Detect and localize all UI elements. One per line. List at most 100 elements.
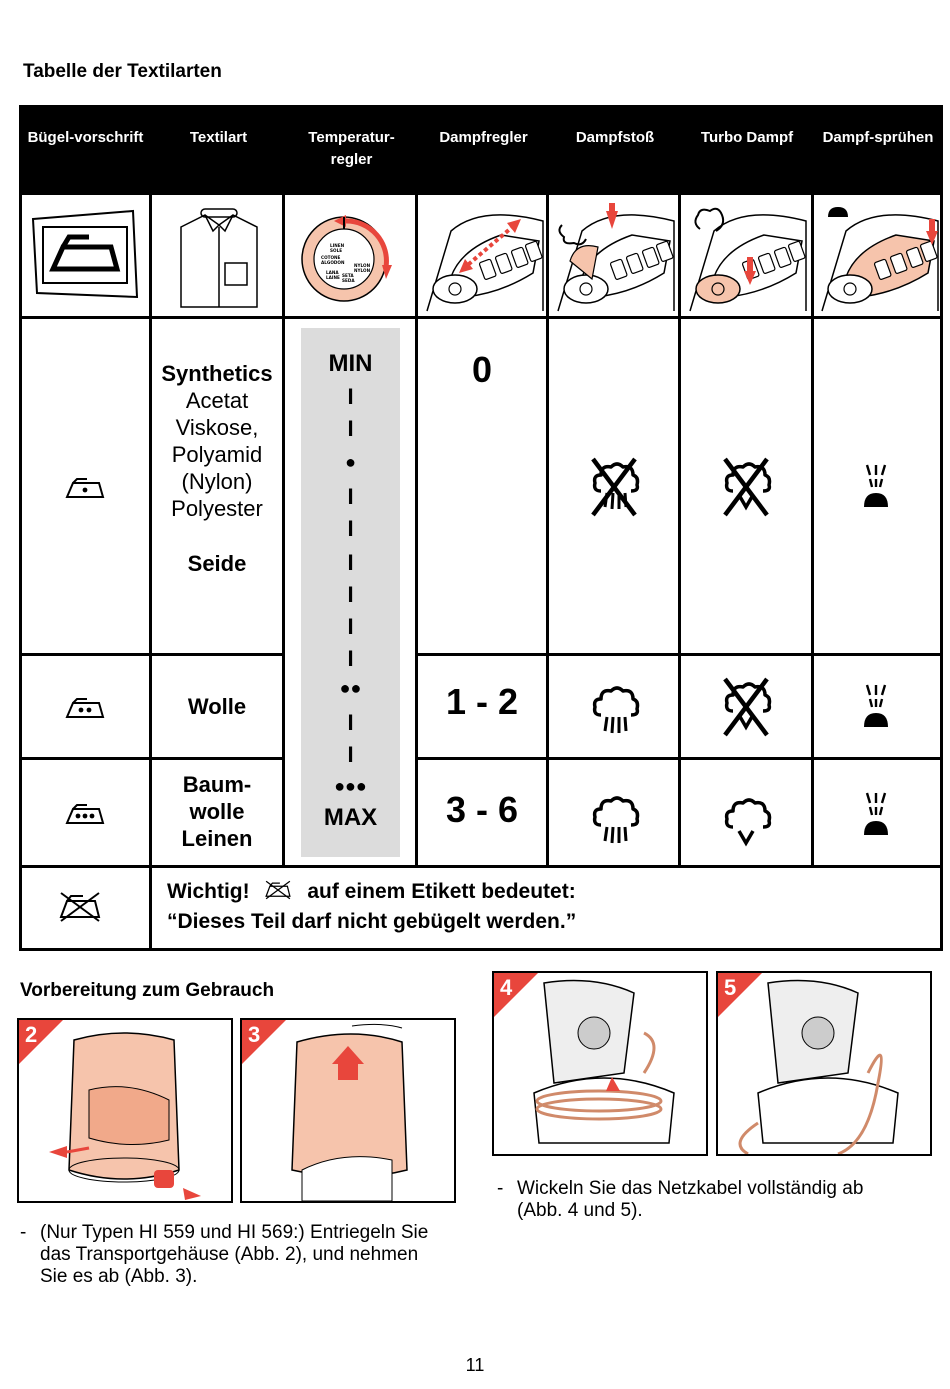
temp-tick: I xyxy=(347,582,354,607)
caption-dash: - xyxy=(20,1222,27,1243)
spray-icon xyxy=(864,464,888,507)
textile-bold: Seide xyxy=(187,551,247,576)
figure-number: 5 xyxy=(724,975,737,1000)
notice-line-1: Wichtig! auf einem Etikett bedeutet: xyxy=(167,877,937,907)
textile-line: Polyamid xyxy=(171,442,263,467)
cable-unwound-illustration xyxy=(738,979,899,1154)
turbo-steam-crossed-icon xyxy=(723,677,772,737)
header-spray: Dampf-sprühen xyxy=(822,129,934,146)
col-divider xyxy=(678,195,681,868)
steam-shot-crossed-icon xyxy=(591,457,640,517)
section-title: Tabelle der Textilarten xyxy=(23,61,222,82)
textile-cell-wool: Wolle xyxy=(187,694,247,719)
temp-dot-2: ●● xyxy=(339,678,362,698)
caption-left: - (Nur Typen HI 559 und HI 569:) Entrieg… xyxy=(20,1222,450,1292)
temp-min-label: MIN xyxy=(328,350,373,377)
prep-title: Vorbereitung zum Gebrauch xyxy=(20,980,275,1001)
steam-shot-icon xyxy=(592,796,640,844)
figure-badge xyxy=(718,973,762,1017)
notice-prefix: Wichtig! xyxy=(167,880,250,903)
notice-suffix: auf einem Etikett bedeutet: xyxy=(307,880,576,903)
figure-number: 4 xyxy=(500,975,513,1000)
figure-5: 5 xyxy=(716,971,932,1156)
notice-line-2: “Dieses Teil darf nicht gebügelt werden.… xyxy=(167,910,577,933)
figure-4: 4 xyxy=(492,971,708,1156)
table-frame xyxy=(19,105,943,951)
iron-two-dots-icon xyxy=(65,698,105,718)
col-divider xyxy=(282,195,285,868)
figure-number: 2 xyxy=(25,1022,38,1047)
temp-tick: I xyxy=(347,646,354,671)
figure-badge xyxy=(19,1020,63,1064)
steam-regulator-illustration xyxy=(426,214,544,312)
dial-label: NYLON xyxy=(354,263,371,268)
temperature-scale: MIN I I ● I I I I I I ●● I I ●●● MAX xyxy=(301,328,400,857)
notice-text: Wichtig! auf einem Etikett bedeutet: “Di… xyxy=(167,877,937,937)
col-divider xyxy=(811,195,814,868)
row-divider xyxy=(19,865,943,868)
steam-setting: 0 xyxy=(471,349,493,390)
steam-setting: 3 - 6 xyxy=(445,789,519,830)
temp-tick: I xyxy=(347,614,354,639)
caption-text: (Nur Typen HI 559 und HI 569:) Entriegel… xyxy=(40,1222,429,1287)
turbo-steam-crossed-icon xyxy=(723,457,772,517)
temp-dot-3: ●●● xyxy=(334,776,367,796)
header-steam-shot: Dampfstoß xyxy=(575,129,655,146)
care-label-icon xyxy=(31,209,139,299)
iron-one-dot-icon xyxy=(65,478,105,498)
col-divider xyxy=(546,195,549,868)
textile-line: Viskose, xyxy=(175,415,259,440)
textile-line: Polyester xyxy=(171,496,263,521)
dial-label: SETA xyxy=(342,273,354,278)
header-temperature: Temperatur- regler xyxy=(308,129,395,168)
figure-badge xyxy=(494,973,538,1017)
textile-bold: Synthetics xyxy=(161,361,273,386)
case-removal-illustration xyxy=(291,1023,408,1201)
temp-dot-1: ● xyxy=(345,452,356,472)
steam-shot-icon xyxy=(592,686,640,734)
steam-setting: 1 - 2 xyxy=(445,681,519,722)
textile-table: Bügel-vorschrift Textilart Temperatur- r… xyxy=(19,105,943,951)
turbo-steam-icon xyxy=(724,798,772,847)
temp-tick: I xyxy=(347,550,354,575)
dial-label: LANA xyxy=(326,270,339,275)
spray-illustration xyxy=(821,207,939,312)
shirt-icon xyxy=(180,208,258,308)
page-number: 11 xyxy=(465,1355,485,1375)
temperature-dial-icon: LINEN SOLE COTONE ALGODON LANA LAINE SET… xyxy=(301,215,392,302)
figure-badge xyxy=(242,1020,286,1064)
dial-label: SEDA xyxy=(342,278,355,283)
textile-line: (Nylon) xyxy=(181,469,253,494)
dial-label: SOLE xyxy=(330,248,342,253)
iron-three-dots-icon xyxy=(65,804,105,824)
temp-tick: I xyxy=(347,384,354,409)
temp-tick: I xyxy=(347,416,354,441)
textile-cell-cotton-linen: Baum- wolle Leinen xyxy=(181,772,253,851)
textile-cell-synthetics: Synthetics Acetat Viskose, Polyamid (Nyl… xyxy=(152,360,282,577)
header-ironing-rule: Bügel-vorschrift xyxy=(27,129,144,146)
header-turbo-steam: Turbo Dampf xyxy=(700,129,794,146)
spray-icon xyxy=(864,792,888,835)
temp-tick: I xyxy=(347,484,354,509)
figure-3: 3 xyxy=(240,1018,456,1203)
figure-number: 3 xyxy=(248,1022,261,1047)
turbo-steam-illustration xyxy=(689,207,807,312)
no-iron-icon xyxy=(59,892,101,922)
temp-max-label: MAX xyxy=(323,804,378,831)
row-divider xyxy=(19,316,943,319)
cable-wound-illustration xyxy=(533,979,675,1144)
textile-line: Acetat xyxy=(185,388,249,413)
dial-label: LAINE xyxy=(326,275,340,280)
table-header: Bügel-vorschrift Textilart Temperatur- r… xyxy=(19,105,943,195)
no-iron-inline-icon xyxy=(265,880,292,900)
dial-label: NYLON xyxy=(354,268,371,273)
transport-case-illustration xyxy=(49,1032,201,1200)
dial-label: ALGODON xyxy=(321,260,345,265)
header-textile: Textilart xyxy=(189,129,248,146)
spray-icon xyxy=(864,684,888,727)
header-steam-regulator: Dampfregler xyxy=(439,129,528,146)
col-divider xyxy=(149,195,152,951)
temp-tick: I xyxy=(347,516,354,541)
dial-label: COTONE xyxy=(321,255,341,260)
temp-tick: I xyxy=(347,742,354,767)
